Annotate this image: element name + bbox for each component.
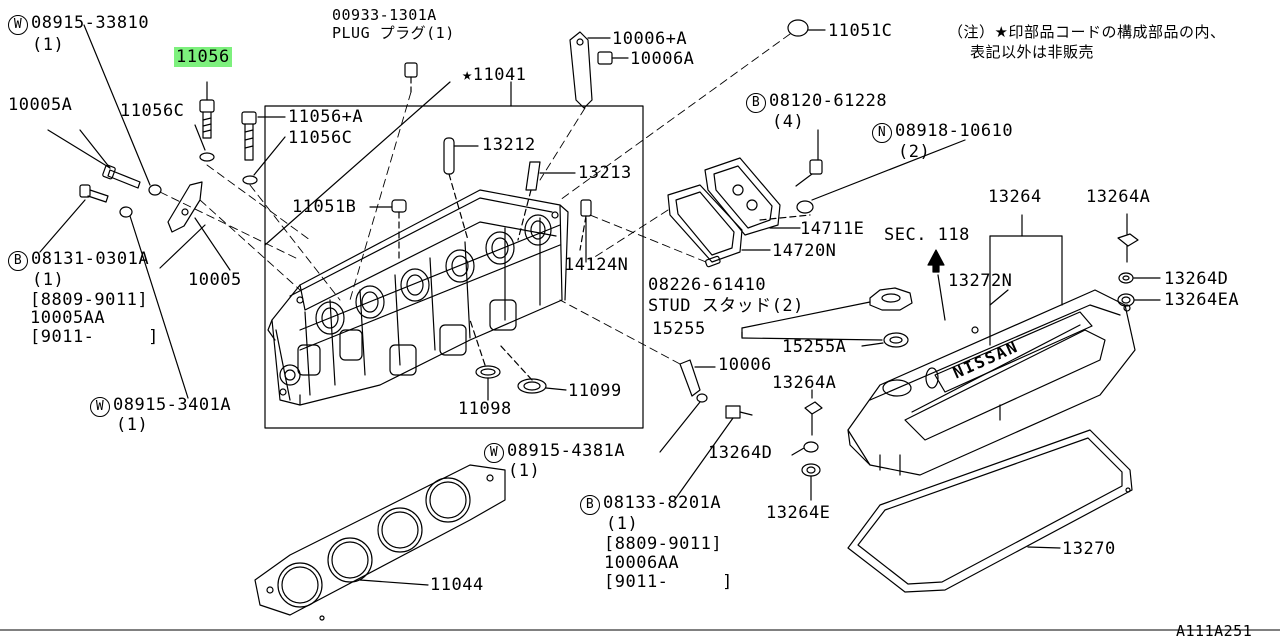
label-13212[interactable]: 13212 — [482, 135, 536, 155]
leader-10005a — [79, 129, 111, 169]
diagram-id: A111A251 — [1176, 622, 1253, 640]
range2-b08131-0301a: [9011- ] — [30, 327, 159, 347]
label-stud-desc: STUD スタッド(2) — [648, 296, 804, 316]
note-line-2: 表記以外は非販売 — [970, 43, 1095, 61]
label-11044[interactable]: 11044 — [430, 575, 484, 595]
assembly-frame-11041 — [264, 105, 644, 429]
bolt-symbol-icon: B — [746, 93, 766, 113]
valve-guide-drawing — [443, 137, 576, 241]
bolt-11056-drawing — [199, 81, 311, 241]
qty-b08131-0301a: (1) — [32, 270, 65, 290]
range2-b08133-8201a: [9011- ] — [604, 572, 733, 592]
label-sec118[interactable]: SEC. 118 — [884, 225, 970, 245]
alt-10006aa[interactable]: 10006AA — [604, 553, 680, 573]
bracket-10006-lower-drawing — [559, 299, 753, 499]
cylinder-head-drawing — [267, 189, 569, 406]
leader-10005 — [159, 224, 206, 269]
label-10006a[interactable]: 10006A — [630, 49, 695, 69]
sec118-leader — [937, 274, 946, 321]
label-13264d-top[interactable]: 13264D — [1164, 269, 1229, 289]
label-11051c[interactable]: 11051C — [828, 21, 893, 41]
nut-symbol-icon: N — [872, 123, 892, 143]
rocker-cover-drawing — [847, 214, 1136, 476]
washer-symbol-icon: W — [8, 15, 28, 35]
qty-b08120-61228: (4) — [772, 112, 805, 132]
range1-b08133-8201a: [8809-9011] — [604, 534, 723, 554]
label-10005a[interactable]: 10005A — [8, 95, 73, 115]
label-13270[interactable]: 13270 — [1062, 539, 1116, 559]
label-11056[interactable]: 11056 — [174, 47, 232, 67]
label-13213[interactable]: 13213 — [578, 163, 632, 183]
qty-n08918-10610: (2) — [898, 142, 931, 162]
label-13264[interactable]: 13264 — [988, 187, 1042, 207]
label-11099[interactable]: 11099 — [568, 381, 622, 401]
bolt-symbol-icon: B — [580, 495, 600, 515]
label-13264d-mid[interactable]: 13264D — [708, 443, 773, 463]
alt-10005aa[interactable]: 10005AA — [30, 308, 106, 328]
highlighted-part-11056[interactable]: 11056 — [174, 47, 232, 67]
label-plug-code[interactable]: 00933-1301A — [332, 6, 437, 24]
washer-symbol-icon: W — [484, 443, 504, 463]
bolt-11056a-drawing — [241, 111, 341, 301]
bracket-10006-drawing — [510, 19, 826, 201]
label-10006-a-plus[interactable]: 10006+A — [612, 29, 688, 49]
label-10005[interactable]: 10005 — [188, 270, 242, 290]
bracket-10005-drawing — [39, 24, 301, 399]
label-stud-code[interactable]: 08226-61410 — [648, 275, 767, 295]
label-13264a-mid[interactable]: 13264A — [772, 373, 837, 393]
qty-b08133-8201a: (1) — [606, 514, 639, 534]
grommet-stack-lower — [791, 389, 823, 501]
label-11098[interactable]: 11098 — [458, 399, 512, 419]
label-10006[interactable]: 10006 — [718, 355, 772, 375]
seal-rings-drawing — [469, 319, 567, 401]
leader-11041 — [264, 81, 451, 246]
label-13272n[interactable]: 13272N — [948, 271, 1013, 291]
head-gasket-drawing — [254, 464, 506, 621]
exhaust-gasket-drawing — [589, 129, 966, 268]
plug-11051b-drawing — [369, 199, 407, 261]
rocker-gasket-drawing — [847, 429, 1133, 593]
label-14124n[interactable]: 14124N — [564, 255, 629, 275]
sec118-arrow — [927, 249, 945, 273]
qty-w08915-4381a: (1) — [508, 461, 541, 481]
leader-11056c-a — [194, 124, 206, 151]
label-11051b[interactable]: 11051B — [292, 197, 357, 217]
plug-drawing — [349, 62, 418, 301]
label-15255[interactable]: 15255 — [652, 319, 706, 339]
qty-w08915-3401a: (1) — [116, 415, 149, 435]
note-line-1: （注）★印部品コードの構成部品の内、 — [948, 23, 1226, 41]
label-11056-a-plus[interactable]: 11056+A — [288, 107, 364, 127]
range1-b08131-0301a: [8809-9011] — [30, 290, 149, 310]
grommet-stack-top — [1117, 213, 1161, 307]
label-13264ea[interactable]: 13264EA — [1164, 290, 1240, 310]
bolt-symbol-icon: B — [8, 251, 28, 271]
stud-14124n-drawing — [579, 199, 592, 263]
oil-filler-cap-drawing — [741, 287, 913, 348]
label-11056c-a[interactable]: 11056C — [120, 101, 185, 121]
washer-symbol-icon: W — [90, 397, 110, 417]
label-14711e[interactable]: 14711E — [800, 219, 865, 239]
label-15255a[interactable]: 15255A — [782, 337, 847, 357]
label-13264e[interactable]: 13264E — [766, 503, 831, 523]
label-14720n[interactable]: 14720N — [772, 241, 837, 261]
label-11056c-b[interactable]: 11056C — [288, 128, 353, 148]
label-13264a-top[interactable]: 13264A — [1086, 187, 1151, 207]
qty-w08915-33810: (1) — [32, 35, 65, 55]
label-11041[interactable]: ★11041 — [462, 65, 527, 85]
label-plug-desc: PLUG プラグ(1) — [332, 24, 455, 42]
